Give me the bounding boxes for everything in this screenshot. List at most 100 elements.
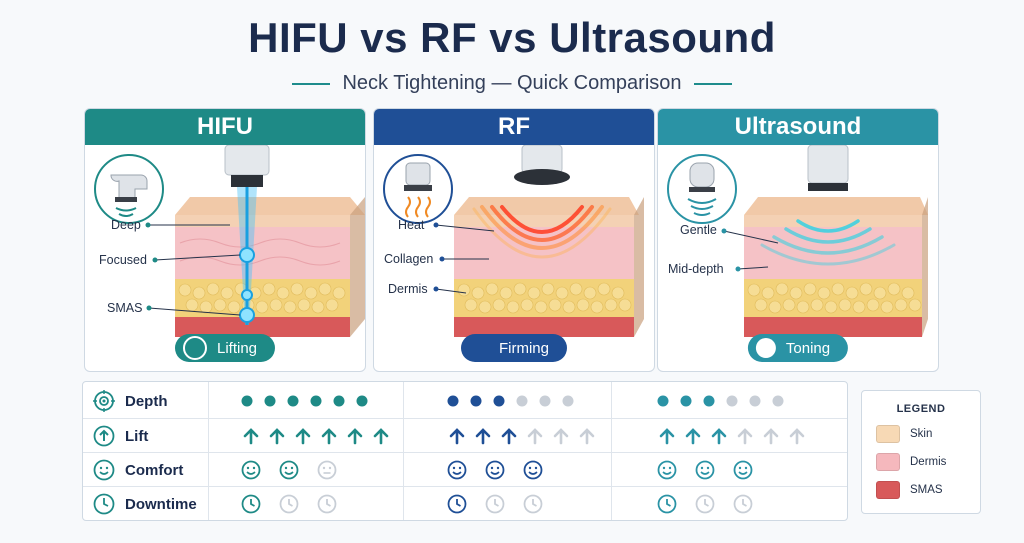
rating-cell (657, 487, 753, 521)
ultrasound-label-gentle: Gentle (680, 223, 717, 237)
table-divider (611, 382, 612, 520)
row-label-text: Lift (125, 427, 149, 445)
smiley-mark-active (485, 460, 505, 480)
clock-mark-active (657, 494, 677, 514)
rf-badge: Firming (460, 334, 568, 362)
table-row-comfort: Comfort (83, 452, 847, 487)
panel-hifu-header: HIFU (85, 109, 365, 145)
rating-cell (657, 384, 784, 418)
hifu-label-deep: Deep (111, 218, 141, 232)
legend-swatch-dermis (876, 453, 900, 471)
ultrasound-label-mid-depth: Mid-depth (668, 262, 724, 276)
dot-mark-inactive (772, 395, 784, 407)
table-divider (403, 382, 404, 520)
clock-mark-inactive (485, 494, 505, 514)
arrow-up-circle-icon (180, 336, 207, 371)
arrow-mark-inactive (577, 426, 597, 446)
legend-item-skin: Skin (876, 425, 932, 443)
hifu-skin-diagram (94, 145, 365, 337)
arrow-mark-active (293, 426, 313, 446)
dot-mark-active (680, 395, 692, 407)
shield-check-icon (469, 338, 489, 358)
legend-swatch-smas (876, 481, 900, 499)
panel-ultrasound-title: Ultrasound (734, 113, 862, 140)
arrow-mark-inactive (525, 426, 545, 446)
rating-cell (241, 453, 337, 487)
legend-item-dermis: Dermis (876, 453, 946, 471)
row-label-text: Downtime (125, 495, 197, 513)
smiley-icon (93, 459, 115, 481)
arrow-mark-inactive (551, 426, 571, 446)
legend: LEGEND Skin Dermis SMAS (861, 390, 981, 514)
panel-rf: RF (373, 108, 655, 372)
smiley-mark-active (657, 460, 677, 480)
arrow-mark-active (447, 426, 467, 446)
arrow-mark-inactive (735, 426, 755, 446)
clock-icon (93, 493, 115, 515)
dot-mark-active (447, 395, 459, 407)
arrow-mark-active (473, 426, 493, 446)
clock-mark-active (241, 494, 261, 514)
subtitle-dash-right (693, 82, 732, 85)
leaf-icon (755, 338, 776, 358)
hifu-badge: Lifting (174, 334, 276, 371)
arrow-mark-active (345, 426, 365, 446)
rf-skin-diagram (383, 145, 644, 337)
arrow-up-circle-icon (93, 425, 115, 447)
dot-mark-inactive (562, 395, 574, 407)
dot-mark-inactive (726, 395, 738, 407)
arrow-mark-inactive (761, 426, 781, 446)
panel-ultrasound-header: Ultrasound (658, 109, 938, 145)
dot-mark-inactive (516, 395, 528, 407)
dot-mark-active (310, 395, 322, 407)
row-label-downtime: Downtime (93, 487, 197, 521)
arrow-mark-inactive (787, 426, 807, 446)
rating-cell (241, 384, 368, 418)
page-title: HIFU vs RF vs Ultrasound (248, 14, 776, 61)
table-row-lift: Lift (83, 418, 847, 453)
row-label-lift: Lift (93, 419, 148, 453)
smiley-mark-active (695, 460, 715, 480)
row-label-text: Depth (125, 392, 168, 410)
smiley-mark-active (447, 460, 467, 480)
arrow-mark-active (241, 426, 261, 446)
clock-mark-inactive (733, 494, 753, 514)
smiley-mark-active (241, 460, 261, 480)
arrow-mark-active (371, 426, 391, 446)
rating-cell (447, 384, 574, 418)
ultrasound-badge-label: Toning (785, 339, 831, 357)
row-label-text: Comfort (125, 461, 184, 479)
arrow-mark-active (657, 426, 677, 446)
panel-ultrasound: Ultrasound (657, 108, 939, 372)
legend-label: SMAS (910, 484, 943, 496)
table-row-downtime: Downtime (83, 486, 847, 521)
ultrasound-skin-diagram (667, 145, 928, 337)
rf-label-heat: Heat (398, 218, 425, 232)
arrow-mark-active (709, 426, 729, 446)
rf-label-dermis: Dermis (388, 282, 428, 296)
legend-label: Dermis (910, 456, 947, 468)
dot-mark-inactive (749, 395, 761, 407)
clock-mark-active (447, 494, 467, 514)
dot-mark-active (657, 395, 669, 407)
table-row-depth: Depth (83, 384, 847, 418)
clock-mark-inactive (523, 494, 543, 514)
arrow-mark-active (683, 426, 703, 446)
rf-badge-label: Firming (498, 339, 550, 357)
rating-cell (447, 419, 597, 453)
dot-mark-active (241, 395, 253, 407)
dot-mark-active (333, 395, 345, 407)
panel-hifu: HIFU (84, 108, 366, 372)
target-icon (93, 390, 115, 412)
rating-cell (657, 453, 753, 487)
panel-hifu-title: HIFU (197, 113, 253, 140)
rf-label-collagen: Collagen (384, 252, 434, 266)
rating-cell (447, 487, 543, 521)
table-divider (208, 382, 209, 520)
arrow-mark-active (319, 426, 339, 446)
dot-mark-active (493, 395, 505, 407)
smiley-mark-active (523, 460, 543, 480)
clock-mark-inactive (317, 494, 337, 514)
arrow-mark-active (499, 426, 519, 446)
